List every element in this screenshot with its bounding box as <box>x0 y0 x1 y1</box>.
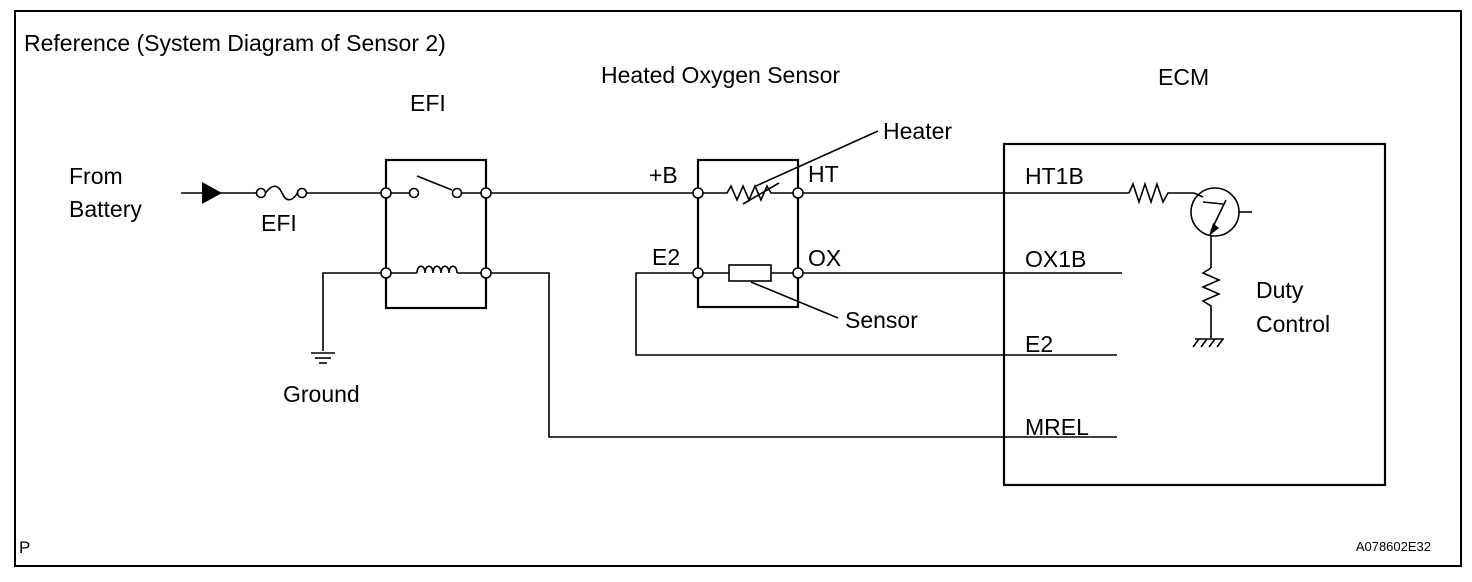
mrel-terminal-label: MREL <box>1025 414 1089 440</box>
sensor-element-icon <box>728 264 772 282</box>
battery-arrow-icon <box>202 182 222 204</box>
figure-id: A078602E32 <box>1356 539 1431 554</box>
heater-callout-line <box>755 130 879 187</box>
efi-relay-header: EFI <box>410 90 446 116</box>
from-battery-label-line2: Battery <box>69 196 142 222</box>
ground-wire <box>311 272 381 364</box>
duty-control-label-line2: Control <box>1256 311 1330 337</box>
efi-relay <box>380 158 492 310</box>
plus-b-terminal-label: +B <box>649 162 678 188</box>
sensor-label: Sensor <box>845 307 918 333</box>
heater-resistor-icon <box>703 183 793 203</box>
diagram-frame <box>14 10 1462 567</box>
heater-label: Heater <box>883 118 952 144</box>
from-battery-label-line1: From <box>69 163 123 189</box>
relay-switch-icon <box>416 175 453 191</box>
mrel-wire <box>491 272 1117 438</box>
ecm-resistor-icon <box>1128 181 1194 205</box>
efi-fuse-label: EFI <box>261 210 297 236</box>
efi-fuse-icon <box>255 185 308 201</box>
e2-ecm-terminal-label: E2 <box>1025 331 1053 357</box>
ox-terminal-label: OX <box>808 245 841 271</box>
heated-oxygen-sensor <box>692 158 804 309</box>
ground-label: Ground <box>283 381 360 407</box>
ox1b-terminal-label: OX1B <box>1025 246 1086 272</box>
sensor-callout-line <box>750 281 839 319</box>
ht1b-terminal-label: HT1B <box>1025 163 1084 189</box>
diagram-title: Reference (System Diagram of Sensor 2) <box>24 30 446 56</box>
relay-coil-icon <box>416 265 458 274</box>
duty-resistor-icon <box>1201 267 1221 338</box>
footer-code: P <box>19 538 30 557</box>
e2-sensor-terminal-label: E2 <box>652 244 680 270</box>
e2-ground-wire <box>635 272 1117 356</box>
duty-control-label-line1: Duty <box>1256 277 1304 303</box>
sensor-header: Heated Oxygen Sensor <box>601 62 840 88</box>
heater-variable-arrow-icon <box>742 182 780 205</box>
ecm-ground-icon <box>1192 338 1224 348</box>
ecm-duty-circuit <box>1128 181 1252 348</box>
ecm-header: ECM <box>1158 64 1209 90</box>
ht-terminal-label: HT <box>808 161 839 187</box>
battery-input-wire <box>181 182 258 204</box>
ecm-box <box>1002 142 1387 487</box>
